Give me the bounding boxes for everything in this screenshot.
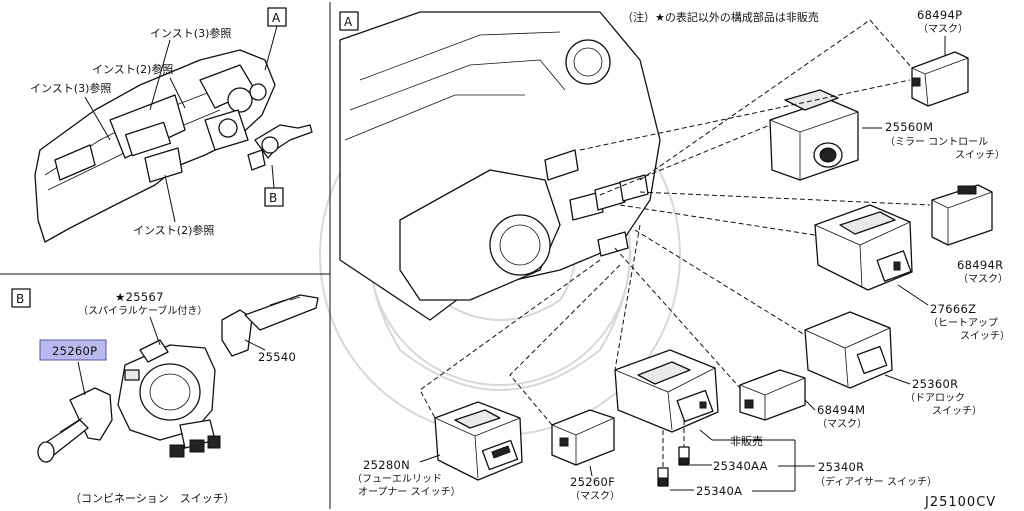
label-25260F-name: （マスク） — [570, 490, 620, 502]
panel-a-box-label: A — [344, 15, 353, 29]
panel-b: B ★25567 （スパイラルケーブル付き） 25260P 25540 （コンビ… — [11, 288, 319, 505]
panel-a: A （注）★の表記以外の構成部品は非販売 68494P （マスク） 25560M — [339, 8, 1010, 502]
label-25540: 25540 — [258, 350, 296, 364]
part-68494P — [911, 51, 969, 107]
part-68494R — [931, 184, 993, 246]
ref-insta3-left: インスト(3)参照 — [30, 81, 111, 95]
panel-b-caption: （コンビネーション スイッチ） — [70, 492, 235, 505]
label-25260P: 25260P — [52, 344, 97, 358]
label-25340R-name: （ディアイサー スイッチ） — [815, 475, 937, 488]
panel-a-box — [339, 11, 359, 31]
part-68494M — [739, 369, 806, 421]
overview-panel: A B インスト(3)参照 インスト(2)参照 インスト(3)参照 インスト(2… — [30, 7, 313, 243]
combination-lever-left — [69, 387, 113, 441]
label-27666Z: 27666Z — [930, 302, 976, 316]
assembly-leader-lines — [419, 19, 931, 426]
label-68494M: 68494M — [817, 403, 865, 417]
label-25560M-name1: （ミラー コントロール — [885, 136, 988, 148]
label-25260F: 25260F — [570, 475, 615, 489]
label-25340A: 25340A — [696, 484, 742, 498]
panel-b-box-label: B — [16, 292, 24, 306]
label-25560M-name2: スイッチ） — [955, 149, 1005, 161]
label-68494P-name: （マスク） — [918, 23, 968, 35]
ref-insta2-top: インスト(2)参照 — [92, 62, 173, 76]
label-25340R: 25340R — [818, 460, 864, 474]
label-25360R: 25360R — [912, 377, 958, 391]
combination-lever-right — [221, 309, 253, 357]
overview-box-b-label: B — [269, 191, 277, 205]
label-25567: ★25567 — [115, 290, 164, 304]
label-68494R-name: （マスク） — [958, 273, 1008, 285]
panel-b-box — [11, 288, 31, 308]
note-text: （注）★の表記以外の構成部品は非販売 — [622, 10, 819, 24]
label-68494R: 68494R — [957, 258, 1003, 272]
label-25280N-name2: オープナー スイッチ） — [358, 486, 461, 498]
label-25567-name: （スパイラルケーブル付き） — [78, 304, 207, 317]
label-25360R-name1: （ドアロック — [905, 392, 965, 404]
drawing-number: J25100CV — [924, 495, 996, 510]
label-25560M: 25560M — [885, 120, 933, 134]
label-68494P: 68494P — [917, 8, 962, 22]
label-27666Z-name2: スイッチ） — [960, 330, 1010, 342]
part-25260F — [551, 409, 615, 466]
highlight-25260P — [39, 339, 107, 361]
label-not-for-sale: 非販売 — [730, 435, 763, 448]
part-25560M — [769, 99, 859, 181]
label-25360R-name2: スイッチ） — [932, 405, 982, 417]
label-68494M-name: （マスク） — [817, 418, 867, 430]
overview-box-a-label: A — [272, 11, 281, 25]
label-25340AA: 25340AA — [713, 459, 768, 473]
label-25280N: 25280N — [363, 458, 410, 472]
ref-insta3-top: インスト(3)参照 — [150, 26, 231, 40]
label-27666Z-name1: （ヒートアップ — [928, 317, 998, 329]
label-25280N-name1: （フューエルリッド — [352, 473, 442, 485]
bulb-25340AA — [678, 446, 690, 466]
ref-insta2-bottom: インスト(2)参照 — [133, 223, 214, 237]
